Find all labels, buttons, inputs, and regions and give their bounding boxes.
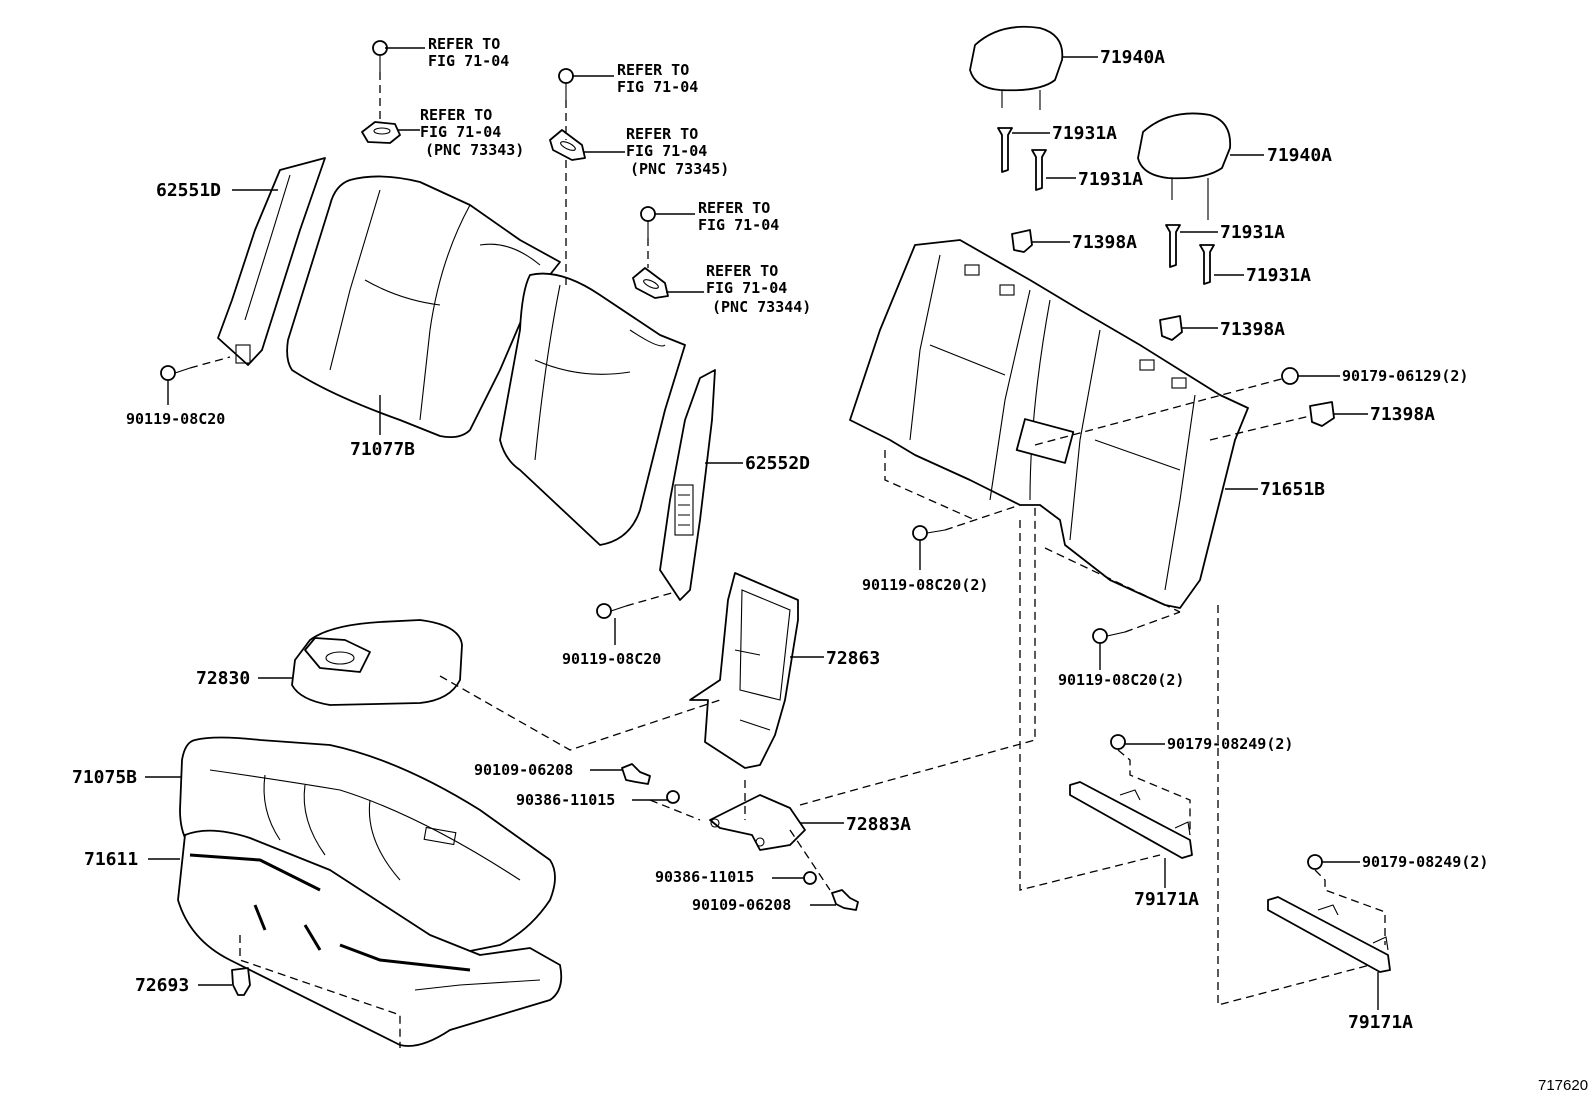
bolt-90119-08C20-2-lower	[1092, 628, 1126, 644]
anchor-refer-73344	[632, 267, 669, 299]
bolt-90109-06208-upper	[621, 763, 651, 785]
part-90119-08C20-2-upper-label: 90119-08C20(2)	[862, 576, 988, 594]
part-62551D-label: 62551D	[156, 180, 221, 201]
part-90386-11015-upper-label: 90386-11015	[516, 791, 615, 809]
part-71931A-1-label: 71931A	[1052, 123, 1117, 144]
part-62552D-label: 62552D	[745, 453, 810, 474]
seatback-frame-71651B	[849, 239, 1249, 609]
nut-90179-08249-upper	[1110, 734, 1126, 750]
part-72883A-label: 72883A	[846, 814, 911, 835]
cushion-frame-71611	[177, 829, 563, 1047]
part-79171A-lower-label: 79171A	[1348, 1012, 1413, 1033]
bolt-refer-3	[640, 206, 656, 238]
refer-fig-label-4: FIG 71-04	[626, 142, 707, 160]
bolt-90119-08C20-center	[596, 603, 627, 619]
part-72830-label: 72830	[196, 668, 250, 689]
clip-71398A-1	[1011, 229, 1033, 253]
seatback-71077B	[286, 175, 561, 439]
anchor-refer-73345	[549, 129, 586, 161]
part-90119-08C20-left-label: 90119-08C20	[126, 410, 225, 428]
bolt-90119-08C20-2-upper	[912, 525, 946, 541]
pnc-73344-label: (PNC 73344)	[712, 298, 811, 316]
hinge-panel-72863	[689, 572, 799, 769]
refer-label-4: REFER TO	[626, 125, 698, 143]
part-90386-11015-lower-label: 90386-11015	[655, 868, 754, 886]
clip-71398A-3	[1309, 401, 1335, 427]
nut-90386-11015-upper	[666, 790, 680, 804]
seatback-right-section	[499, 272, 686, 546]
refer-fig-label-1: FIG 71-04	[428, 52, 509, 70]
refer-label-2: REFER TO	[420, 106, 492, 124]
refer-fig-label-5: FIG 71-04	[698, 216, 779, 234]
refer-label-3: REFER TO	[617, 61, 689, 79]
figure-number: 717620	[1538, 1077, 1588, 1094]
part-90109-06208-upper-label: 90109-06208	[474, 761, 573, 779]
bolt-refer-1	[372, 40, 388, 72]
part-72863-label: 72863	[826, 648, 880, 669]
part-79171A-upper-label: 79171A	[1134, 889, 1199, 910]
refer-label-1: REFER TO	[428, 35, 500, 53]
guide-71931A-2	[1031, 149, 1047, 191]
headrest-71940A-lower	[1137, 112, 1232, 220]
guide-71931A-4	[1199, 244, 1215, 285]
refer-fig-label-2: FIG 71-04	[420, 123, 501, 141]
clip-72693	[231, 967, 251, 996]
part-90109-06208-lower-label: 90109-06208	[692, 896, 791, 914]
guide-71931A-1	[997, 127, 1013, 173]
rail-79171A-lower	[1267, 896, 1391, 973]
part-71940A-upper-label: 71940A	[1100, 47, 1165, 68]
headrest-71940A-upper	[969, 25, 1064, 110]
part-71075B-label: 71075B	[72, 767, 137, 788]
pnc-73343-label: (PNC 73343)	[425, 141, 524, 159]
dashed-reference-lines	[189, 72, 1386, 1048]
part-71931A-3-label: 71931A	[1220, 222, 1285, 243]
refer-fig-label-6: FIG 71-04	[706, 279, 787, 297]
refer-label-6: REFER TO	[706, 262, 778, 280]
bracket-72883A	[709, 794, 806, 851]
bolt-90119-08C20-left	[160, 365, 191, 381]
rail-79171A-upper	[1069, 781, 1193, 859]
part-90179-08249-lower-label: 90179-08249(2)	[1362, 853, 1488, 871]
leader-lines	[145, 47, 1379, 1010]
part-90179-06129-label: 90179-06129(2)	[1342, 367, 1468, 385]
part-71077B-label: 71077B	[350, 439, 415, 460]
part-71940A-lower-label: 71940A	[1267, 145, 1332, 166]
nut-90386-11015-lower	[803, 871, 817, 885]
refer-fig-label-3: FIG 71-04	[617, 78, 698, 96]
side-trim-62552D	[659, 369, 716, 601]
part-71398A-3-label: 71398A	[1370, 404, 1435, 425]
side-trim-62551D	[217, 157, 326, 366]
bolt-90109-06208-lower	[831, 889, 859, 911]
part-71931A-4-label: 71931A	[1246, 265, 1311, 286]
anchor-refer-73343	[361, 121, 401, 144]
part-71651B-label: 71651B	[1260, 479, 1325, 500]
nut-90179-08249-lower	[1307, 854, 1323, 870]
part-71931A-2-label: 71931A	[1078, 169, 1143, 190]
part-71398A-1-label: 71398A	[1072, 232, 1137, 253]
part-90119-08C20-center-label: 90119-08C20	[562, 650, 661, 668]
part-90179-08249-upper-label: 90179-08249(2)	[1167, 735, 1293, 753]
refer-label-5: REFER TO	[698, 199, 770, 217]
nut-90179-06129	[1281, 367, 1299, 385]
part-72693-label: 72693	[135, 975, 189, 996]
clip-71398A-2	[1159, 315, 1183, 341]
pnc-73345-label: (PNC 73345)	[630, 160, 729, 178]
part-90119-08C20-2-lower-label: 90119-08C20(2)	[1058, 671, 1184, 689]
part-71398A-2-label: 71398A	[1220, 319, 1285, 340]
guide-71931A-3	[1165, 224, 1181, 268]
bolt-refer-2	[558, 68, 574, 100]
part-71611-label: 71611	[84, 849, 138, 870]
armrest-72830	[291, 619, 463, 706]
